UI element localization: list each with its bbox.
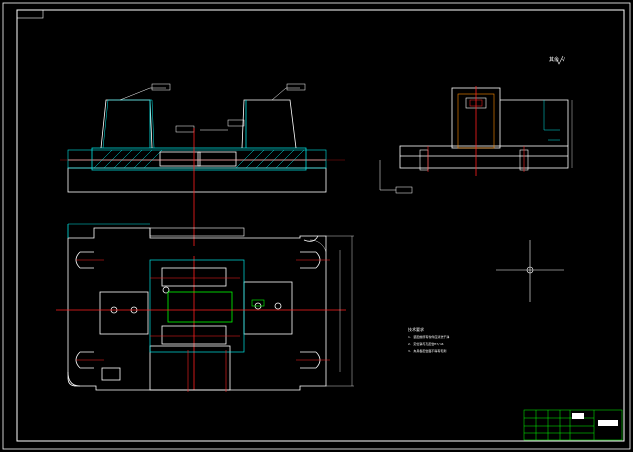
front-right-support: [241, 99, 297, 149]
locating-pad-highlight: [167, 291, 233, 323]
technical-note-2: 2. 定位销与孔配合H7/n6: [408, 342, 444, 346]
side-base-plate: [399, 145, 569, 169]
center-mark-icon: [496, 240, 564, 302]
roughness-note: 其余 √: [549, 57, 566, 63]
right-clamp-block: [243, 281, 293, 335]
plan-view: [67, 223, 327, 391]
front-view: [67, 83, 327, 193]
technical-requirements-heading: 技术要求: [408, 327, 424, 332]
left-clamp-block: [99, 291, 149, 335]
technical-note-3: 3. 夹具各配合面不得有毛刺: [408, 349, 447, 353]
workpiece-outline: [149, 259, 245, 353]
inner-drawing-frame: [16, 9, 625, 442]
plan-outline: [67, 227, 327, 391]
title-block: [523, 409, 623, 441]
dimension-lines: [309, 235, 354, 387]
front-base-plate: [67, 167, 327, 193]
frame-corner-tab: [16, 9, 44, 19]
roughness-icon: [556, 55, 564, 65]
technical-note-1: 1. 装配前所有零件应清洗干净: [408, 335, 450, 339]
front-left-support: [100, 99, 153, 149]
front-body-section: [91, 147, 307, 171]
